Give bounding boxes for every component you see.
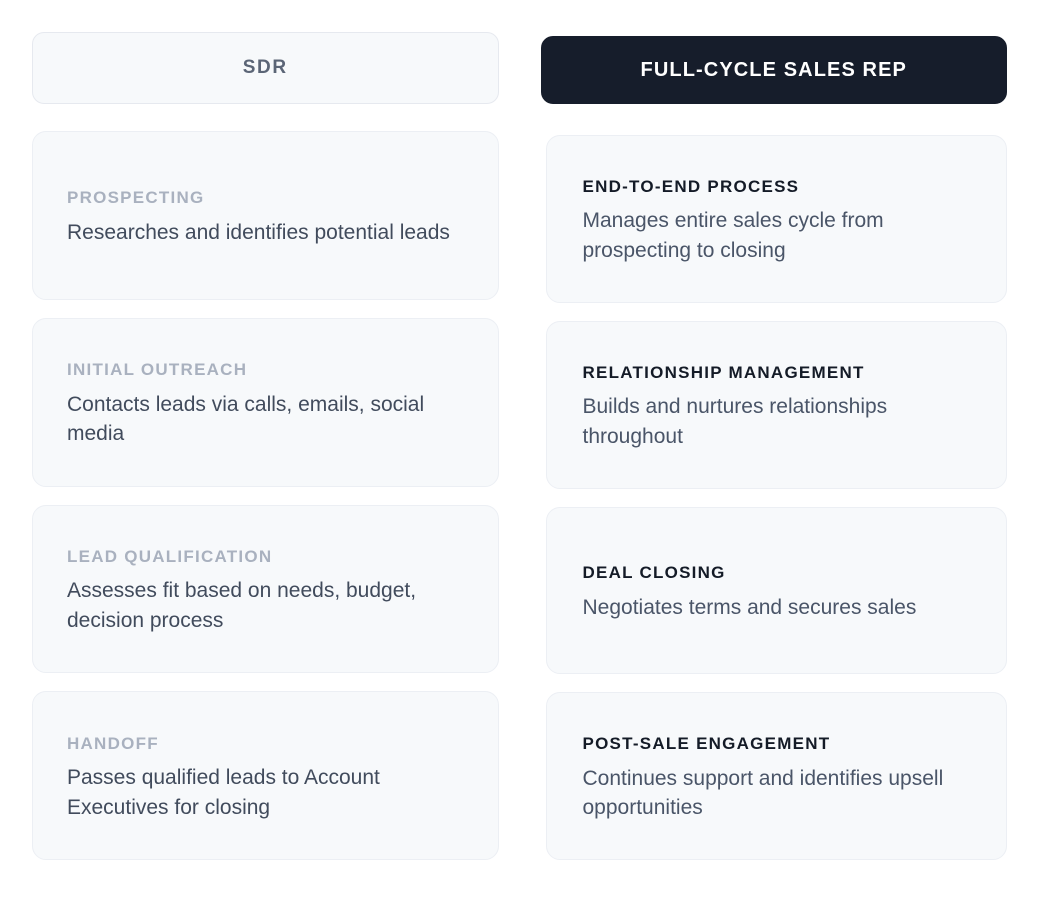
card-description: Assesses fit based on needs, budget, dec… [67, 579, 417, 633]
card-post-sale-engagement: POST-SALE ENGAGEMENT Continues support a… [541, 692, 1007, 860]
column-header-sdr: SDR [32, 32, 499, 104]
card-description: Researches and identifies potential lead… [67, 220, 450, 244]
card-description: Continues support and identifies upsell … [582, 766, 944, 820]
card-prospecting: PROSPECTING Researches and identifies po… [32, 131, 499, 300]
card-deal-closing: DEAL CLOSING Negotiates terms and secure… [541, 506, 1007, 675]
card-description: Builds and nurtures relationships throug… [582, 395, 888, 448]
card-label: DEAL CLOSING [582, 563, 726, 583]
column-sdr: SDR PROSPECTING Researches and identifie… [32, 32, 499, 860]
accent-bar-mask [546, 693, 561, 859]
accent-bar-mask [546, 321, 561, 488]
card-label: POST-SALE ENGAGEMENT [582, 734, 831, 754]
card-description: Contacts leads via calls, emails, social… [67, 392, 425, 446]
accent-bar-mask [546, 136, 561, 302]
card-description: Passes qualified leads to Account Execut… [67, 766, 380, 819]
card-label: PROSPECTING [67, 188, 205, 208]
card-lead-qualification: LEAD QUALIFICATION Assesses fit based on… [32, 504, 499, 674]
column-full-cycle-sales-rep: FULL-CYCLE SALES REP END-TO-END PROCESS … [540, 32, 1007, 860]
card-label: INITIAL OUTREACH [67, 360, 248, 380]
card-label: HANDOFF [67, 733, 159, 753]
accent-bar-mask [546, 507, 561, 674]
card-end-to-end-process: END-TO-END PROCESS Manages entire sales … [541, 135, 1007, 303]
card-handoff: HANDOFF Passes qualified leads to Accoun… [32, 691, 499, 860]
card-label: LEAD QUALIFICATION [67, 546, 273, 566]
card-list-sdr: PROSPECTING Researches and identifies po… [32, 131, 499, 860]
card-label: RELATIONSHIP MANAGEMENT [582, 362, 865, 382]
card-description: Negotiates terms and secures sales [582, 595, 917, 619]
card-relationship-management: RELATIONSHIP MANAGEMENT Builds and nurtu… [541, 320, 1007, 489]
card-list-full-cycle-sales-rep: END-TO-END PROCESS Manages entire sales … [541, 135, 1007, 860]
card-description: Manages entire sales cycle from prospect… [582, 209, 884, 263]
column-header-full-cycle-sales-rep: FULL-CYCLE SALES REP [540, 36, 1007, 104]
card-initial-outreach: INITIAL OUTREACH Contacts leads via call… [32, 317, 499, 487]
card-label: END-TO-END PROCESS [582, 176, 800, 196]
